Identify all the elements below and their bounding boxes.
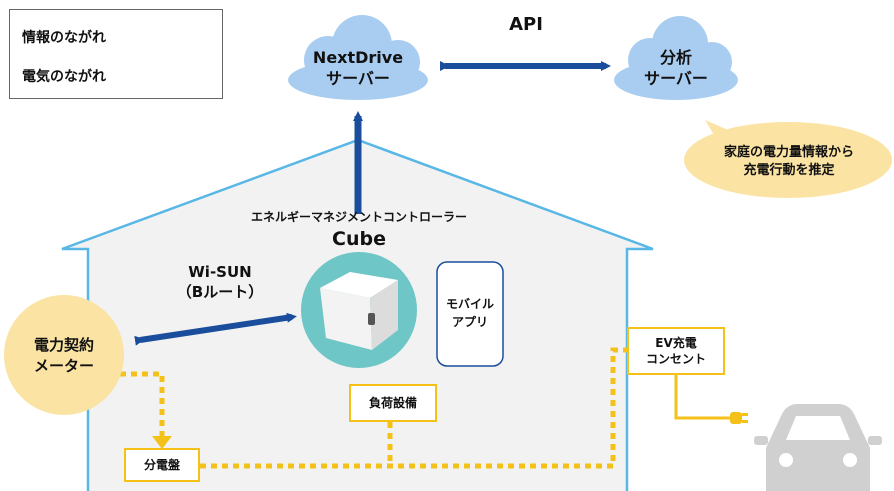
car-right-headlight [843, 453, 857, 467]
car-left-headlight [779, 453, 793, 467]
legend-power-label: 電気のながれ [22, 69, 106, 85]
legend-info-label: 情報のながれ [22, 30, 106, 46]
mobile-app-label: モバイル アプリ [437, 295, 503, 331]
speech-bubble-line2: 充電行動を推定 [743, 163, 835, 178]
wisun-line1: Wi-SUN [188, 263, 252, 281]
mobile-app-line1: モバイル [445, 297, 494, 311]
mobile-app-line2: アプリ [451, 315, 488, 329]
wisun-arrow [134, 312, 297, 346]
wisun-label: Wi-SUN （Bルート） [155, 262, 285, 302]
smart-meter-line1: 電力契約 [33, 336, 94, 354]
cloud-analysis [614, 16, 738, 100]
board-down-arrowhead [152, 436, 172, 449]
speech-bubble-text: 家庭の電力量情報から 充電行動を推定 [694, 144, 884, 180]
meter-to-board-line [120, 371, 165, 436]
smart-meter-line2: メーター [33, 357, 94, 375]
mobile-app-phone [436, 261, 504, 367]
controller-caption: エネルギーマネジメントコントローラー [250, 210, 467, 224]
smart-meter-circle [4, 295, 124, 415]
plug-icon [730, 412, 748, 424]
analysis-server-label: 分析 サーバー [626, 47, 726, 89]
nextdrive-server-line2: サーバー [326, 69, 390, 88]
speech-bubble [684, 120, 892, 198]
wisun-line2: （Bルート） [176, 283, 264, 301]
speech-bubble-line1: 家庭の電力量情報から [723, 145, 854, 160]
ev-outlet-line2: コンセント [645, 352, 706, 366]
ev-outlet-box: EV充電 コンセント [627, 327, 725, 375]
nextdrive-server-line1: NextDrive [312, 48, 404, 67]
cloud-nextdrive [288, 15, 428, 100]
analysis-server-line1: 分析 [659, 48, 692, 67]
legend [9, 9, 223, 99]
car-windshield [786, 416, 850, 440]
ev-cable [674, 373, 730, 420]
api-label: API [509, 14, 543, 35]
nextdrive-server-label: NextDrive サーバー [298, 47, 418, 89]
analysis-server-line2: サーバー [644, 69, 708, 88]
ev-outlet-line1: EV充電 [655, 336, 697, 350]
cube-device-icon [320, 272, 398, 350]
power-flow-lines [120, 347, 628, 469]
distribution-board-box: 分電盤 [124, 448, 200, 482]
controller-name: Cube [332, 228, 386, 250]
load-equipment-box: 負荷設備 [349, 384, 437, 422]
smart-meter-label: 電力契約 メーター [4, 335, 124, 377]
